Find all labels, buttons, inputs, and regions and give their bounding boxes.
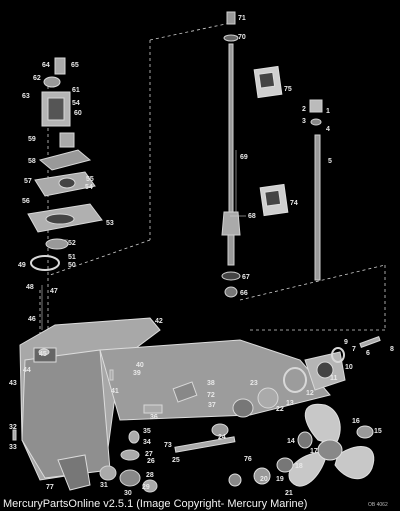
callout-18: 18 (295, 463, 303, 470)
callout-54: 54 (72, 100, 80, 107)
callout-19: 19 (276, 476, 284, 483)
callout-55: 55 (86, 176, 94, 183)
callout-72: 72 (207, 392, 215, 399)
callout-50: 50 (68, 262, 76, 269)
leader-lines (41, 150, 246, 330)
callout-37: 37 (208, 402, 216, 409)
callout-62: 62 (33, 75, 41, 82)
image-caption: MercuryPartsOnline v2.5.1 (Image Copyrig… (3, 498, 308, 510)
callout-65: 65 (71, 62, 79, 69)
callout-36: 36 (150, 414, 158, 421)
callout-71: 71 (238, 15, 246, 22)
callout-4: 4 (326, 126, 330, 133)
callout-44: 44 (23, 367, 31, 374)
callout-73: 73 (164, 442, 172, 449)
callout-3: 3 (302, 118, 306, 125)
callout-69: 69 (240, 154, 248, 161)
callout-31: 31 (100, 482, 108, 489)
callout-41: 41 (111, 388, 119, 395)
callout-26: 26 (147, 458, 155, 465)
callout-47: 47 (50, 288, 58, 295)
callout-24: 24 (218, 434, 226, 441)
callout-15: 15 (374, 428, 382, 435)
callout-27: 27 (145, 451, 153, 458)
callout-59: 59 (28, 136, 36, 143)
callout-5: 5 (328, 158, 332, 165)
callout-13: 13 (286, 400, 294, 407)
callout-56: 56 (22, 198, 30, 205)
callout-49: 49 (18, 262, 26, 269)
callout-29: 29 (142, 484, 150, 491)
callout-32: 32 (9, 424, 17, 431)
callout-67: 67 (242, 274, 250, 281)
gears-and-shims (12, 369, 158, 493)
callout-20: 20 (260, 476, 268, 483)
callout-14: 14 (287, 438, 295, 445)
callout-60: 60 (74, 110, 82, 117)
callout-63: 63 (22, 93, 30, 100)
callout-11: 11 (330, 375, 338, 382)
callout-74: 74 (290, 200, 298, 207)
callout-22: 22 (276, 406, 284, 413)
callout-70: 70 (238, 34, 246, 41)
callout-48: 48 (26, 284, 34, 291)
callout-52: 52 (68, 240, 76, 247)
callout-16: 16 (352, 418, 360, 425)
callout-57: 57 (24, 178, 32, 185)
callout-38: 38 (207, 380, 215, 387)
callout-58: 58 (28, 158, 36, 165)
callout-53: 53 (106, 220, 114, 227)
callout-28: 28 (146, 472, 154, 479)
water-tube-shaft (221, 11, 323, 298)
callout-39: 39 (133, 370, 141, 377)
callout-10: 10 (345, 364, 353, 371)
callout-46: 46 (28, 316, 36, 323)
callout-6: 6 (366, 350, 370, 357)
callout-30: 30 (124, 490, 132, 497)
callout-66: 66 (240, 290, 248, 297)
callout-75: 75 (284, 86, 292, 93)
water-pump-stack (27, 57, 103, 271)
callout-45: 45 (39, 351, 47, 358)
callout-68: 68 (248, 213, 256, 220)
callout-23: 23 (250, 380, 258, 387)
callout-64: 64 (42, 62, 50, 69)
callout-42: 42 (155, 318, 163, 325)
gasket-kits (253, 65, 289, 217)
callout-7: 7 (352, 346, 356, 353)
callout-33: 33 (9, 444, 17, 451)
propeller (228, 403, 375, 487)
callout-34: 34 (143, 439, 151, 446)
callout-25: 25 (172, 457, 180, 464)
callout-9: 9 (344, 339, 348, 346)
callout-40: 40 (136, 362, 144, 369)
callout-77: 77 (46, 484, 54, 491)
callout-17: 17 (310, 448, 318, 455)
callout-54b: 54 (85, 184, 93, 191)
callout-35: 35 (143, 428, 151, 435)
callout-61: 61 (72, 87, 80, 94)
callout-51: 51 (68, 254, 76, 261)
callout-43: 43 (9, 380, 17, 387)
callout-2: 2 (302, 106, 306, 113)
drawing-number: OB 4062 (368, 502, 388, 508)
callout-21: 21 (285, 490, 293, 497)
callout-76: 76 (244, 456, 252, 463)
callout-1: 1 (326, 108, 330, 115)
callout-8: 8 (390, 346, 394, 353)
prop-shaft-assembly (143, 336, 381, 453)
callout-12: 12 (306, 390, 314, 397)
